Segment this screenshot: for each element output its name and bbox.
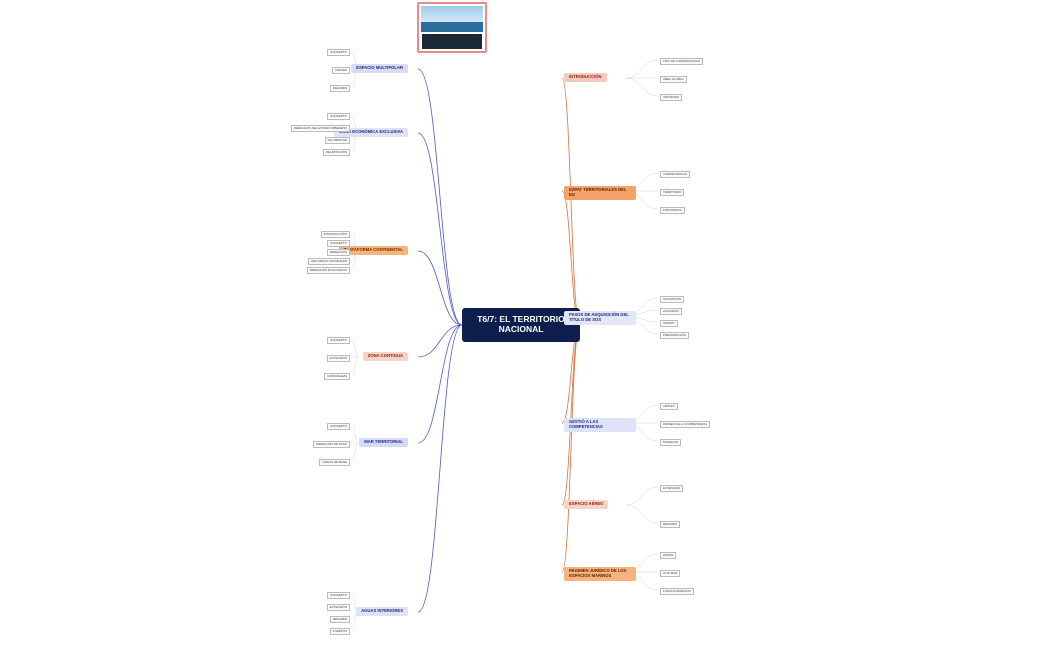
leaf-espacio_multipolar-2[interactable]: RÉGIMEN bbox=[329, 85, 350, 93]
leaf-ezpat-0[interactable]: COMPETENCIAS bbox=[660, 171, 691, 179]
leaf-plataforma-1[interactable]: CONCEPTO bbox=[327, 240, 350, 248]
leaf-aguas_interiores-1[interactable]: EXTENSIÓN bbox=[326, 604, 350, 612]
leaf-link-zona_contigua-0 bbox=[351, 338, 359, 358]
branch-left-3[interactable]: ZONA CONTIGUA bbox=[362, 352, 408, 361]
leaf-zona_contigua-1[interactable]: EXTENSIÓN bbox=[326, 355, 350, 363]
branch-left-5[interactable]: AGUAS INTERIORES bbox=[356, 607, 408, 616]
leaf-aguas_interiores-3[interactable]: PUERTOS bbox=[329, 628, 350, 636]
leaf-mar_territorial-1[interactable]: DERECHOS DE PASO bbox=[313, 441, 350, 449]
thumbnail-caption bbox=[422, 34, 482, 49]
link-left-3 bbox=[417, 324, 463, 358]
leaf-regimen-1[interactable]: ALTA MAR bbox=[660, 570, 681, 578]
link-right-0 bbox=[561, 77, 581, 326]
leaf-plataforma-2[interactable]: DERECHOS bbox=[326, 249, 350, 257]
leaf-zona_contigua-2[interactable]: NATURALEZA bbox=[324, 373, 350, 381]
thumbnail-sky bbox=[421, 6, 483, 26]
leaf-espacio_aereo-1[interactable]: RÉGIMEN bbox=[660, 521, 681, 529]
branch-right-1[interactable]: EZPAT TERRITORIALES DEL EU bbox=[564, 186, 636, 200]
branch-left-2[interactable]: PLATAFORMA CONTINENTAL bbox=[338, 246, 408, 255]
leaf-zee-2[interactable]: DE LIBERTAD bbox=[324, 137, 350, 145]
leaf-link-mar_territorial-2 bbox=[351, 442, 359, 462]
leaf-link-mar_territorial-0 bbox=[351, 424, 359, 444]
thumbnail-image bbox=[417, 2, 487, 53]
leaf-aguas_interiores-0[interactable]: CONCEPTO bbox=[327, 592, 350, 600]
leaf-ezpat-1[interactable]: TERRITORIO bbox=[660, 189, 685, 197]
branch-right-5[interactable]: RÉGIMEN JURÍDICO DE LOS ESPACIOS MARINOS bbox=[564, 567, 636, 581]
link-left-4 bbox=[417, 324, 463, 444]
leaf-link-introduccion-0 bbox=[625, 59, 659, 79]
leaf-pasos-0[interactable]: OCUPACIÓN bbox=[660, 296, 684, 304]
leaf-plataforma-4[interactable]: DERECHOS EXCLUSIVOS bbox=[306, 267, 350, 275]
leaf-pasos-3[interactable]: PRESCRIPCIÓN bbox=[660, 332, 689, 340]
branch-left-1[interactable]: ZONA ECONÓMICA EXCLUSIVA bbox=[334, 128, 408, 137]
branch-right-3[interactable]: GESTIÓ A LAS COMPETENCIAS bbox=[564, 418, 636, 432]
central-topic[interactable]: T6/7: EL TERRITORIO NACIONAL bbox=[462, 308, 580, 342]
leaf-regimen-0[interactable]: ZONAS bbox=[660, 552, 677, 560]
leaf-zee-1[interactable]: DERECHOS DEL ESTADO RIBEREÑO bbox=[290, 125, 350, 133]
leaf-pasos-2[interactable]: CESIÓN bbox=[660, 320, 678, 328]
branch-left-0[interactable]: ESPACIO MULTIPOLAR bbox=[351, 64, 408, 73]
leaf-regimen-2[interactable]: FONDOS MARINOS bbox=[660, 588, 694, 596]
branch-right-4[interactable]: ESPACIO AÉREO bbox=[564, 500, 609, 509]
leaf-link-espacio_aereo-0 bbox=[625, 486, 659, 506]
leaf-espacio_aereo-0[interactable]: EXTENSIÓN bbox=[660, 485, 684, 493]
leaf-aguas_interiores-2[interactable]: RÉGIMEN bbox=[329, 616, 350, 624]
link-left-5 bbox=[417, 324, 463, 613]
leaf-introduccion-2[interactable]: ORÍGENES bbox=[660, 94, 682, 102]
leaf-introduccion-0[interactable]: TIPO DE COMPETENCIAS bbox=[660, 58, 703, 66]
leaf-introduccion-1[interactable]: ÁREA GLOBAL bbox=[660, 76, 687, 84]
leaf-gestion-2[interactable]: MODELOS bbox=[660, 439, 682, 447]
branch-right-2[interactable]: PASOS DE ADQUISICIÓN DEL TÍTULO DE SOS bbox=[564, 311, 636, 325]
link-left-0 bbox=[417, 68, 463, 326]
leaf-plataforma-0[interactable]: INTRODUCCIÓN bbox=[320, 231, 350, 239]
link-right-1 bbox=[561, 190, 581, 326]
branch-left-4[interactable]: MAR TERRITORIAL bbox=[359, 438, 408, 447]
branch-right-0[interactable]: INTRODUCCIÓN bbox=[564, 73, 607, 82]
leaf-mar_territorial-0[interactable]: CONCEPTO bbox=[327, 423, 350, 431]
link-left-2 bbox=[417, 250, 463, 326]
leaf-plataforma-3[interactable]: RECURSOS NATURALES bbox=[308, 258, 350, 266]
leaf-gestion-1[interactable]: ORIGEN DE LA COMPETENCIA bbox=[660, 421, 711, 429]
leaf-zona_contigua-0[interactable]: CONCEPTO bbox=[327, 337, 350, 345]
leaf-espacio_multipolar-1[interactable]: ORIGEN bbox=[332, 67, 350, 75]
thumbnail-sea bbox=[421, 22, 483, 32]
leaf-gestion-0[interactable]: LÍMITES bbox=[660, 403, 678, 411]
link-right-5 bbox=[561, 324, 581, 573]
link-right-4 bbox=[561, 324, 581, 506]
leaf-ezpat-2[interactable]: FRONTERAS bbox=[660, 207, 685, 215]
leaf-zee-3[interactable]: DELIMITACIÓN bbox=[322, 149, 350, 157]
leaf-link-zona_contigua-2 bbox=[351, 356, 359, 376]
leaf-espacio_multipolar-0[interactable]: CONCEPTO bbox=[327, 49, 350, 57]
leaf-link-introduccion-2 bbox=[625, 77, 659, 97]
leaf-link-espacio_aereo-1 bbox=[625, 504, 659, 524]
leaf-mar_territorial-2[interactable]: LÍNEAS DE BASE bbox=[319, 459, 350, 467]
leaf-zee-0[interactable]: CONCEPTO bbox=[327, 113, 350, 121]
link-left-1 bbox=[417, 132, 463, 326]
leaf-pasos-1[interactable]: ACCESIÓN bbox=[660, 308, 682, 316]
